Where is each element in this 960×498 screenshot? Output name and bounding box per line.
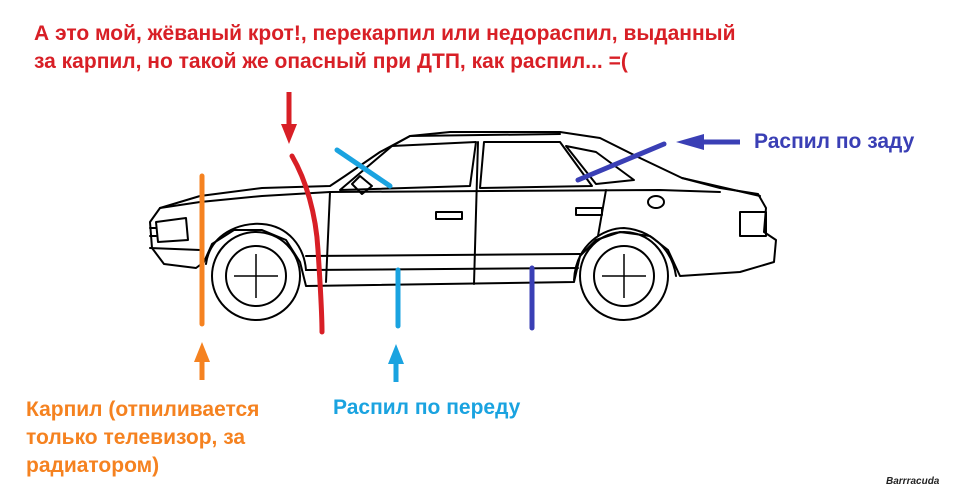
belt-line [329,189,721,193]
front-window [339,141,477,191]
rear-wheel-arch [573,227,677,281]
side-mirror [351,175,373,195]
center-pillar-line [473,141,479,285]
car-outline [149,131,777,287]
front-door-line [325,191,331,283]
rear-door-handle [575,207,603,216]
rocker-line [305,267,579,271]
car-body-silhouette [149,131,777,287]
orange-arrow-head [194,342,210,362]
darkblue-roof-cut [575,141,667,183]
tail-light [739,211,767,237]
darkblue-arrow-head [676,134,704,150]
fuel-cap [647,195,665,209]
red-cut-line [289,153,325,335]
rear-window [479,141,593,189]
rear-quarter-window [565,145,635,185]
karpil-label: Карпил (отпиливается только телевизор, з… [26,398,260,477]
side-molding [305,253,581,257]
front-cut-label: Распил по переду [333,396,521,419]
trunk-line [681,177,761,197]
lightblue-arrow-head [388,344,404,364]
lightblue-roof-cut [334,147,393,189]
roof-line [391,133,561,147]
front-bumper [149,247,201,251]
headlight [155,217,189,243]
title-annotation: А это мой, жёваный крот!, перекарпил или… [34,22,736,73]
red-arrow-head [281,124,297,144]
rear-cut-label: Распил по заду [754,130,915,153]
rear-wheel [579,231,669,321]
front-wheel [211,231,301,321]
grille [149,227,157,237]
hood-line [159,191,331,209]
author-signature: Barrracuda [886,476,940,487]
front-door-handle [435,211,463,220]
front-wheel-arch [205,222,307,271]
